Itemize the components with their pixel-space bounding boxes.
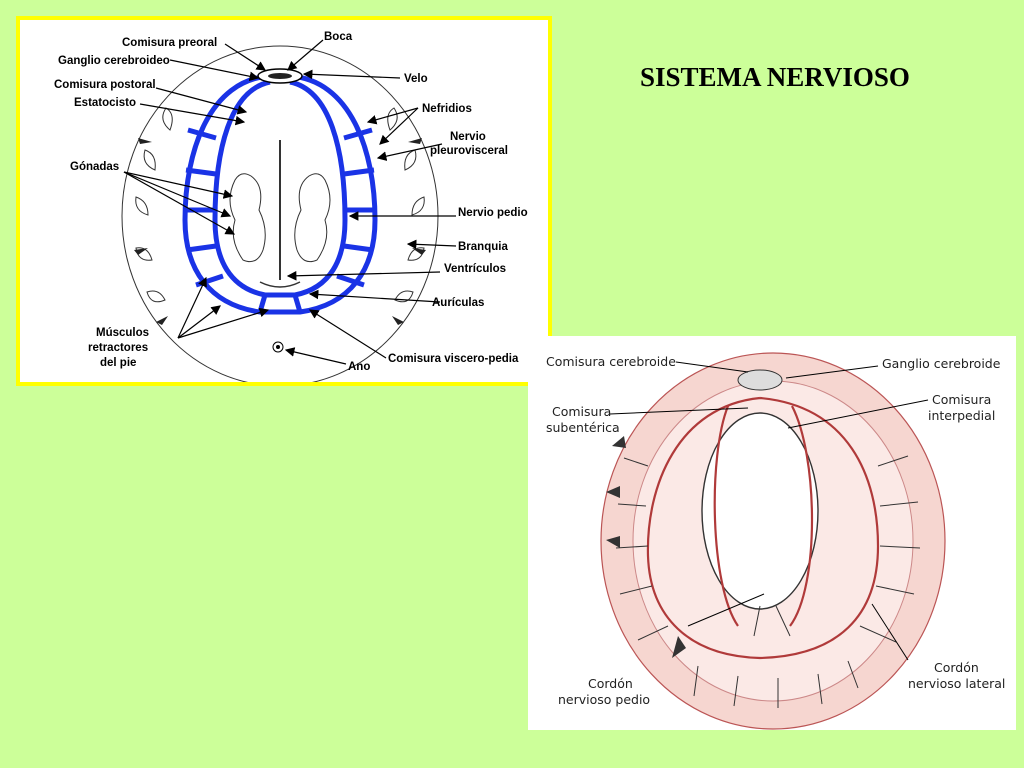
- label-cordon-lateral-2: nervioso lateral: [908, 676, 1005, 691]
- label-estatocisto: Estatocisto: [74, 97, 136, 109]
- label-nervio-pedio: Nervio pedio: [458, 207, 528, 219]
- nerve-cords: [646, 396, 880, 660]
- heart-shape: [259, 281, 301, 288]
- label-musculos-1: Músculos: [96, 327, 149, 339]
- diagram-panel-bottom: Comisura cerebroide Ganglio cerebroide C…: [528, 336, 1016, 730]
- mouth-inner: [268, 73, 292, 79]
- leader-lines: [123, 39, 457, 365]
- label-branquia: Branquia: [458, 241, 508, 253]
- gill-dark-tufts: [134, 138, 426, 325]
- label-comisura-viscero-pedia: Comisura viscero-pedia: [388, 353, 519, 365]
- label-gonadas: Gónadas: [70, 161, 119, 173]
- label-comisura-cerebroide: Comisura cerebroide: [546, 354, 676, 369]
- label-auriculas: Aurículas: [432, 297, 484, 309]
- nerve-branches: [615, 455, 921, 708]
- leader-lines: [609, 361, 929, 661]
- label-ganglio-cerebroideo: Ganglio cerebroideo: [58, 55, 170, 67]
- label-comisura-interpedial-1: Comisura: [932, 392, 991, 407]
- label-velo: Velo: [404, 73, 428, 85]
- label-nefridios: Nefridios: [422, 103, 472, 115]
- label-comisura-preoral: Comisura preoral: [122, 37, 217, 49]
- label-cordon-pedio-1: Cordón: [588, 676, 633, 691]
- label-nervio-pleurovisceral-1: Nervio: [450, 131, 486, 143]
- gonads: [229, 173, 331, 263]
- label-comisura-interpedial-2: interpedial: [928, 408, 995, 423]
- nerve-system-blue: [182, 73, 378, 315]
- slide-title: SISTEMA NERVIOSO: [640, 62, 910, 92]
- label-ganglio-cerebroide: Ganglio cerebroide: [882, 356, 1001, 371]
- cerebral-ganglion-shape: [737, 369, 783, 391]
- label-cordon-pedio-2: nervioso pedio: [558, 692, 650, 707]
- label-cordon-lateral-1: Cordón: [934, 660, 979, 675]
- label-musculos-3: del pie: [100, 357, 136, 369]
- chiton-anatomy-diagram: Comisura preoral Boca Ganglio cerebroide…: [54, 31, 528, 382]
- label-ano: Ano: [348, 361, 370, 373]
- label-comisura-postoral: Comisura postoral: [54, 79, 156, 91]
- nerve-ring-diagram: Comisura cerebroide Ganglio cerebroide C…: [546, 352, 1005, 730]
- label-nervio-pleurovisceral-2: pleurovisceral: [430, 145, 508, 157]
- inner-cavity: [701, 412, 819, 610]
- label-comisura-subenterica-2: subentérica: [546, 420, 620, 435]
- label-boca: Boca: [324, 31, 353, 43]
- label-musculos-2: retractores: [88, 342, 148, 354]
- gill-tufts: [135, 107, 425, 303]
- label-ventriculos: Ventrículos: [444, 263, 506, 275]
- label-comisura-subenterica-1: Comisura: [552, 404, 611, 419]
- diagram-panel-top: Comisura preoral Boca Ganglio cerebroide…: [16, 16, 552, 386]
- gill-dark-tufts: [606, 436, 686, 658]
